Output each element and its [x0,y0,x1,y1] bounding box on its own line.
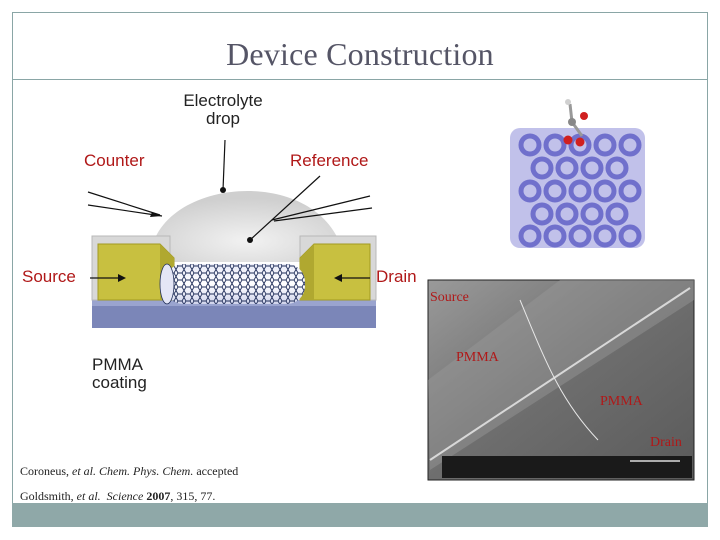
citation-2-journal: Science [100,489,147,503]
citation-1-etal: et al. [72,464,99,478]
label-pmma-line2: coating [92,373,147,392]
sem-label-pmma-2: PMMA [600,394,643,409]
label-counter: Counter [84,151,145,170]
sem-micrograph [427,279,695,481]
title-bar [12,12,708,80]
label-electrolyte-line2: drop [205,109,241,128]
label-electrolyte-line1: Electrolyte [183,91,263,110]
citation-1: Coroneus, et al. Chem. Phys. Chem. accep… [20,464,238,479]
citation-1-authors: Coroneus, [20,464,72,478]
label-reference: Reference [290,151,369,170]
label-pmma-line1: PMMA [92,355,143,374]
citation-1-journal: Chem. Phys. Chem. [99,464,194,478]
citation-2-year: 2007 [146,489,171,503]
citation-2-rest: , 315, 77. [170,489,216,503]
label-source: Source [22,267,76,286]
nanotube-molecule-model [510,99,645,248]
label-drain: Drain [376,267,417,286]
citation-1-rest: accepted [193,464,239,478]
slide-title: Device Construction [226,36,494,72]
sem-label-drain: Drain [650,435,682,450]
label-electrolyte-drop: Electrolyte drop [168,92,278,128]
citation-2-etal: et al. [76,489,101,503]
sem-label-pmma-1: PMMA [456,350,499,365]
electrolyte-pointer [222,139,226,191]
label-pmma-coating: PMMA coating [92,356,147,392]
sem-label-source: Source [430,290,469,305]
footer-bar [12,503,708,527]
citation-2-authors: Goldsmith, [20,489,77,503]
citation-2: Goldsmith, et al. Science 2007, 315, 77. [20,489,215,504]
electrolyte-drop [150,191,345,262]
